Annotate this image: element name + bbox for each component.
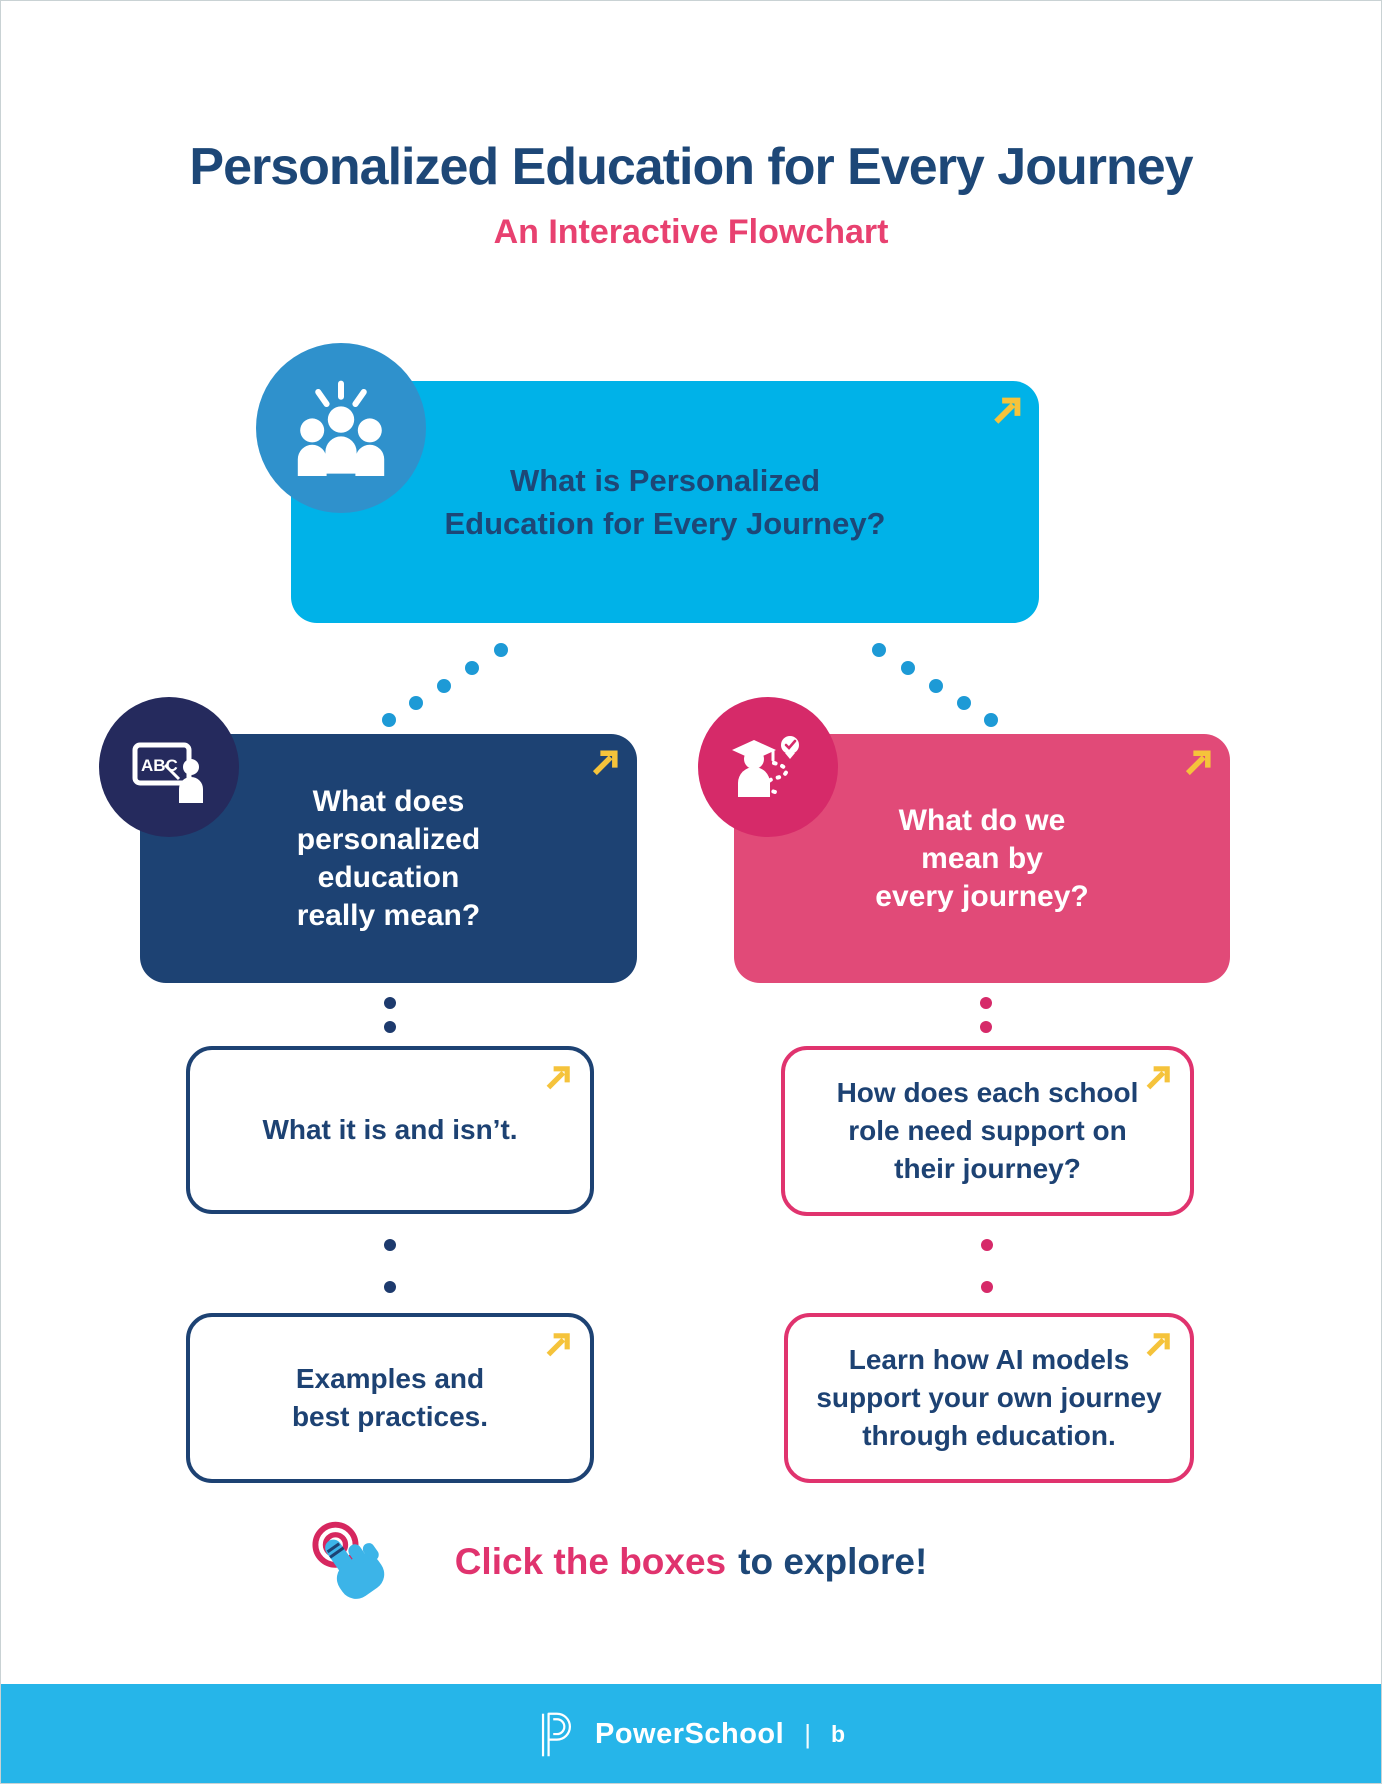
connector-dot xyxy=(465,661,479,675)
connector-dot xyxy=(384,997,396,1009)
powerschool-logo xyxy=(537,1710,575,1760)
cta-rest: to explore! xyxy=(738,1541,928,1582)
flow-box-examples-best-practices[interactable]: Examples and best practices. xyxy=(186,1313,594,1483)
box-text-line: education xyxy=(317,860,460,894)
footer-brand: PowerSchool xyxy=(594,1718,785,1750)
box-text-line: really mean? xyxy=(296,898,481,932)
page-subtitle: An Interactive Flowchart xyxy=(493,213,889,251)
abc-chalkboard-icon: ABC xyxy=(99,697,239,837)
connector-dot xyxy=(384,1239,396,1251)
box-text-line: personalized xyxy=(296,822,481,856)
people-group-icon xyxy=(256,343,426,513)
external-link-arrow-icon xyxy=(540,1330,575,1365)
connector-dot xyxy=(384,1281,396,1293)
connector-dot xyxy=(929,679,943,693)
external-link-arrow-icon xyxy=(1180,747,1215,782)
connector-dot xyxy=(957,696,971,710)
footer-divider: | xyxy=(804,1719,811,1749)
box-text-line: How does each school xyxy=(836,1077,1139,1108)
box-text-line: What it is and isn’t. xyxy=(262,1114,518,1145)
connector-dot xyxy=(901,661,915,675)
connector-dot xyxy=(494,643,508,657)
connector-dot xyxy=(981,1281,993,1293)
connector-dot xyxy=(872,643,886,657)
box-text-line: Examples and xyxy=(295,1363,485,1394)
connector-dot xyxy=(409,696,423,710)
box-text-line: What is Personalized xyxy=(509,463,821,498)
flow-box-ai-models-journey[interactable]: Learn how AI models support your own jou… xyxy=(784,1313,1194,1483)
connector-dot xyxy=(981,1239,993,1251)
connector-dot xyxy=(437,679,451,693)
cta-highlight: Click the boxes xyxy=(454,1541,727,1582)
footer-suffix: b xyxy=(830,1721,846,1747)
connector-dot xyxy=(980,997,992,1009)
flow-box-school-role-support[interactable]: How does each school role need support o… xyxy=(781,1046,1194,1216)
connector-dot xyxy=(384,1021,396,1033)
box-text-line: What does xyxy=(312,784,465,818)
graduate-journey-icon xyxy=(698,697,838,837)
box-text-line: What do we xyxy=(898,803,1066,837)
box-text-line: role need support on xyxy=(848,1115,1127,1146)
page-title: Personalized Education for Every Journey xyxy=(189,138,1193,196)
flow-box-what-it-is[interactable]: What it is and isn’t. xyxy=(186,1046,594,1214)
connector-dot xyxy=(984,713,998,727)
connector-dot xyxy=(382,713,396,727)
box-text-line: support your own journey xyxy=(816,1382,1162,1413)
external-link-arrow-icon xyxy=(587,747,622,782)
external-link-arrow-icon xyxy=(540,1063,575,1098)
box-text-line: Education for Every Journey? xyxy=(444,506,886,541)
external-link-arrow-icon xyxy=(989,394,1024,429)
box-text-line: every journey? xyxy=(875,879,1089,913)
box-text-line: their journey? xyxy=(894,1153,1081,1184)
box-text-line: through education. xyxy=(862,1420,1116,1451)
external-link-arrow-icon xyxy=(1140,1330,1175,1365)
external-link-arrow-icon xyxy=(1140,1063,1175,1098)
box-text-line: mean by xyxy=(921,841,1043,875)
box-text-line: best practices. xyxy=(291,1401,489,1432)
footer-bar: PowerSchool | b xyxy=(1,1684,1381,1783)
click-hand-icon xyxy=(293,1507,411,1625)
connector-dot xyxy=(980,1021,992,1033)
box-text-line: Learn how AI models xyxy=(848,1344,1130,1375)
cta-text: Click the boxes to explore! xyxy=(1,1541,1381,1583)
